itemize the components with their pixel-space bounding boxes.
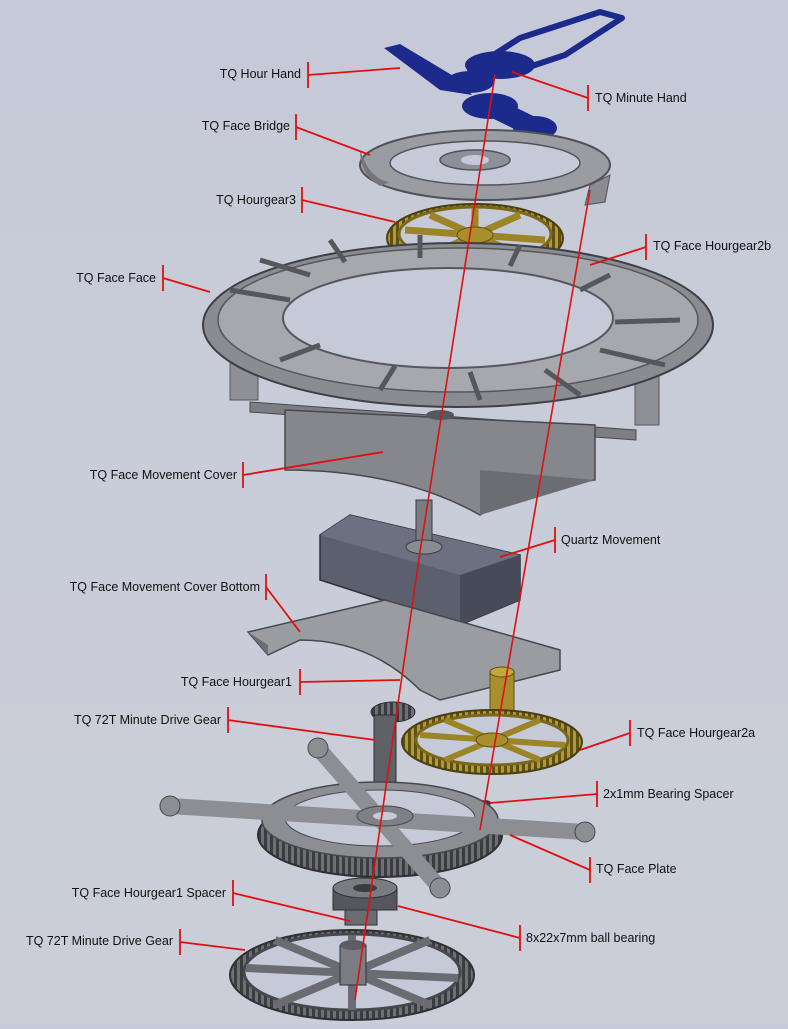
label-face-bridge: TQ Face Bridge: [201, 119, 290, 133]
axis-lines: [354, 74, 591, 1001]
label-minute-hand: TQ Minute Hand: [595, 91, 687, 105]
movement-cover-part: [249, 401, 637, 516]
label-quartz-movement: Quartz Movement: [561, 533, 661, 547]
label-hourgear2b: TQ Face Hourgear2b: [653, 239, 772, 253]
label-hourgear3: TQ Hourgear3: [216, 193, 296, 207]
label-movement-cover-bottom: TQ Face Movement Cover Bottom: [69, 580, 260, 594]
face-plate-part: [159, 737, 596, 899]
label-hourgear1-spacer: TQ Face Hourgear1 Spacer: [71, 886, 226, 900]
label-minute-drive-gear-bottom: TQ 72T Minute Drive Gear: [25, 934, 173, 948]
label-face-face: TQ Face Face: [76, 271, 156, 285]
label-ball-bearing: 8x22x7mm ball bearing: [526, 931, 656, 945]
face-bridge-part: [359, 129, 611, 206]
label-movement-cover: TQ Face Movement Cover: [89, 468, 237, 482]
face-face-part: [202, 235, 714, 426]
minute-hand-part: [465, 9, 625, 79]
ball-bearing-part: [332, 877, 398, 911]
leader-lines: [162, 62, 647, 955]
label-hourgear1: TQ Face Hourgear1: [180, 675, 292, 689]
label-face-plate: TQ Face Plate: [596, 862, 677, 876]
hourgear2a-part: [401, 666, 583, 775]
label-minute-drive-gear-top: TQ 72T Minute Drive Gear: [73, 713, 221, 727]
quartz-movement-part: [319, 499, 521, 626]
label-hour-hand: TQ Hour Hand: [219, 67, 301, 81]
label-bearing-spacer: 2x1mm Bearing Spacer: [603, 787, 734, 801]
minute-drive-gear-bottom-part: [229, 929, 475, 1021]
label-hourgear2a: TQ Face Hourgear2a: [637, 726, 756, 740]
